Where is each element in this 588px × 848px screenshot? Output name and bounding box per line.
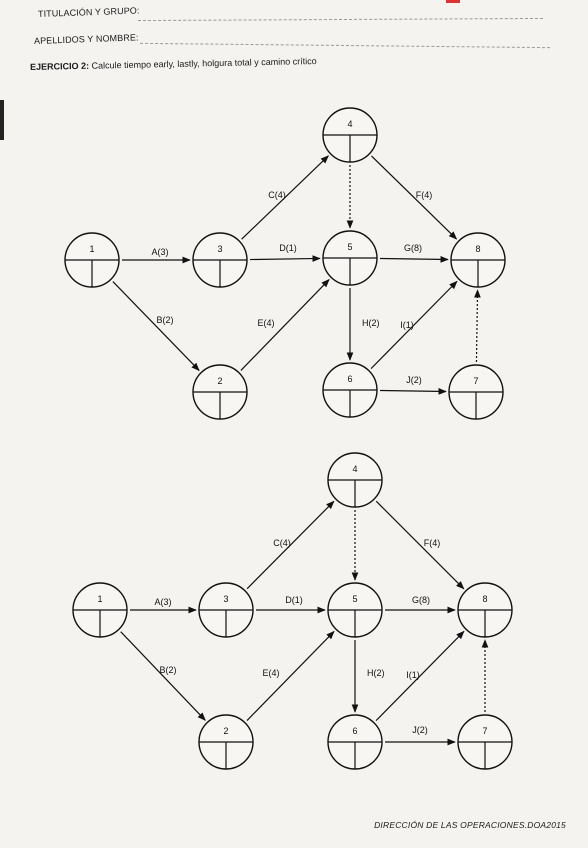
node-5: 5 bbox=[327, 582, 383, 638]
activity-arrow-c bbox=[241, 155, 329, 240]
apellidos-line: APELLIDOS Y NOMBRE: bbox=[34, 32, 139, 46]
activity-arrow-d bbox=[249, 255, 321, 262]
activity-label-e: E(4) bbox=[262, 668, 279, 678]
activity-label-d: D(1) bbox=[279, 243, 297, 253]
activity-arrow-f bbox=[375, 500, 465, 590]
footer-text: DIRECCIÓN DE LAS OPERACIONES.DOA2015 bbox=[374, 820, 566, 830]
activity-label-b: B(2) bbox=[159, 665, 176, 675]
node-number: 5 bbox=[352, 594, 357, 604]
activity-label-d: D(1) bbox=[285, 595, 303, 605]
node-number: 8 bbox=[482, 594, 487, 604]
activity-arrow-i bbox=[375, 630, 465, 722]
activity-label-g: G(8) bbox=[404, 243, 422, 253]
activity-label-f: F(4) bbox=[424, 538, 441, 548]
activity-arrow-c bbox=[246, 500, 335, 590]
node-number: 4 bbox=[352, 464, 357, 474]
node-number: 6 bbox=[347, 374, 352, 384]
node-number: 7 bbox=[482, 726, 487, 736]
activity-arrow-b bbox=[120, 631, 206, 721]
activity-label-a: A(3) bbox=[154, 597, 171, 607]
red-corner-mark bbox=[446, 0, 460, 3]
activity-label-a: A(3) bbox=[151, 247, 168, 257]
node-6: 6 bbox=[327, 714, 383, 770]
node-3: 3 bbox=[198, 582, 254, 638]
node-number: 1 bbox=[89, 244, 94, 254]
node-number: 2 bbox=[217, 376, 222, 386]
node-1: 1 bbox=[64, 232, 120, 288]
node-number: 1 bbox=[97, 594, 102, 604]
titulacion-line: TITULACIÓN Y GRUPO: bbox=[38, 5, 140, 19]
activity-arrow-g bbox=[379, 256, 449, 263]
node-2: 2 bbox=[198, 714, 254, 770]
network-diagram-1: A(3) B(2) C(4) D(1) E(4) F(4) G(8) H(2) I(1) J(2)… bbox=[64, 107, 506, 420]
node-number: 7 bbox=[473, 376, 478, 386]
activity-arrow-b bbox=[112, 281, 200, 372]
dummy-arrow-d78 bbox=[474, 289, 481, 363]
node-number: 8 bbox=[475, 244, 480, 254]
node-3: 3 bbox=[192, 232, 248, 288]
activity-label-i: I(1) bbox=[406, 670, 420, 680]
node-number: 4 bbox=[347, 119, 352, 129]
node-5: 5 bbox=[322, 230, 378, 286]
node-8: 8 bbox=[457, 582, 513, 638]
activity-label-f: F(4) bbox=[416, 190, 433, 200]
node-2: 2 bbox=[192, 364, 248, 420]
activity-label-c: C(4) bbox=[273, 538, 291, 548]
activity-label-h: H(2) bbox=[362, 318, 380, 328]
activity-label-j: J(2) bbox=[406, 375, 422, 385]
node-4: 4 bbox=[327, 452, 383, 508]
node-number: 3 bbox=[217, 244, 222, 254]
node-number: 2 bbox=[223, 726, 228, 736]
apellidos-label: APELLIDOS Y NOMBRE: bbox=[33, 32, 139, 46]
activity-arrow-f bbox=[371, 155, 458, 240]
node-number: 6 bbox=[352, 726, 357, 736]
node-number: 3 bbox=[223, 594, 228, 604]
activity-label-b: B(2) bbox=[156, 315, 173, 325]
node-number: 5 bbox=[347, 242, 352, 252]
node-8: 8 bbox=[450, 232, 506, 288]
node-7: 7 bbox=[457, 714, 513, 770]
node-6: 6 bbox=[322, 362, 378, 418]
activity-label-i: I(1) bbox=[400, 320, 414, 330]
activity-arrow-e bbox=[240, 278, 330, 371]
activity-label-g: G(8) bbox=[412, 595, 430, 605]
exercise-statement: EJERCICIO 2: Calcule tiempo early, lastl… bbox=[30, 56, 317, 72]
binding-mark bbox=[0, 100, 4, 140]
activity-arrow-j bbox=[379, 388, 447, 395]
activity-label-h: H(2) bbox=[367, 668, 385, 678]
activity-arrow-e bbox=[246, 630, 335, 721]
activity-label-e: E(4) bbox=[257, 318, 274, 328]
node-7: 7 bbox=[448, 364, 504, 420]
apellidos-rule bbox=[140, 42, 550, 49]
titulacion-label: TITULACIÓN Y GRUPO: bbox=[37, 5, 140, 19]
titulacion-rule bbox=[138, 17, 543, 22]
activity-label-c: C(4) bbox=[268, 190, 286, 200]
activity-label-j: J(2) bbox=[412, 725, 428, 735]
exercise-number: EJERCICIO 2: bbox=[29, 60, 90, 72]
network-diagram-2: A(3) B(2) C(4) D(1) E(4) F(4) G(8) H(2) I(1) J(2)… bbox=[72, 452, 513, 770]
node-1: 1 bbox=[72, 582, 128, 638]
exercise-instruction: Calcule tiempo early, lastly, holgura to… bbox=[91, 55, 317, 71]
activity-arrow-i bbox=[370, 280, 458, 370]
node-4: 4 bbox=[322, 107, 378, 163]
